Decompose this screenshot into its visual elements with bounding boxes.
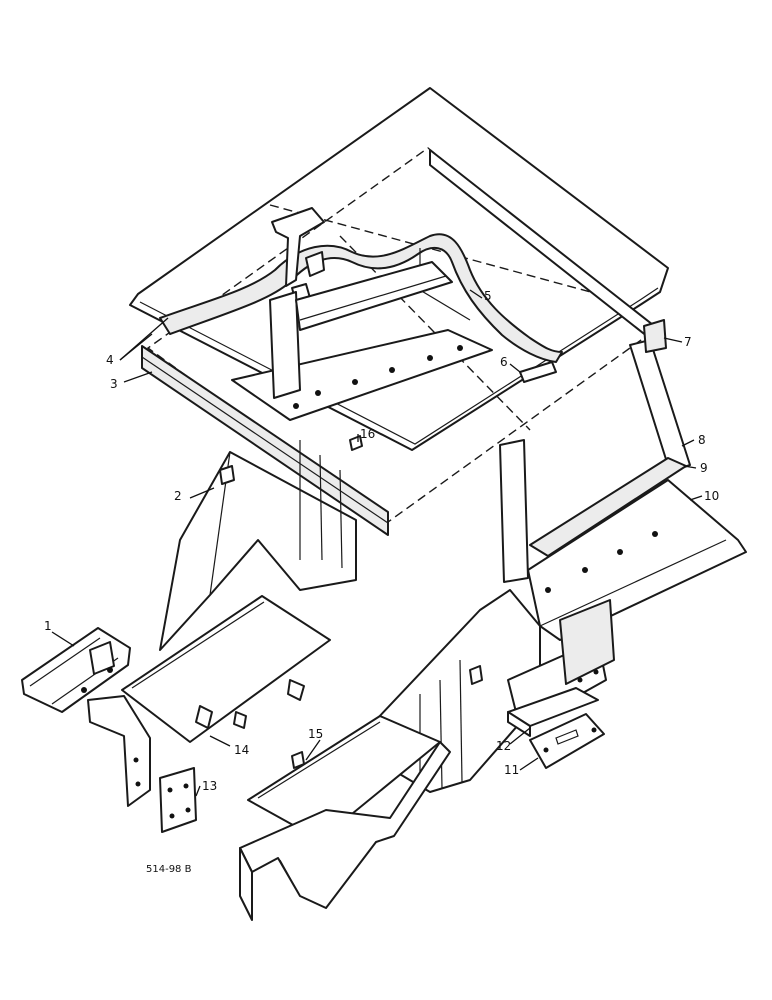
- front-center-pillar: [269, 291, 301, 399]
- callout-3: 3: [110, 377, 118, 391]
- step-bracket: [21, 627, 131, 713]
- rear-fender-panel: [527, 479, 747, 641]
- screw: [349, 435, 363, 451]
- rear-middle-post: [499, 439, 529, 583]
- side-window-rail: [295, 261, 453, 331]
- callout-11: 11: [504, 763, 519, 777]
- figure-code: 514-98 B: [146, 864, 192, 875]
- callout-6: 6: [500, 355, 508, 369]
- inner-roof-panel: [231, 329, 493, 421]
- leader-lines: [51, 289, 703, 797]
- rear-corner-post: [629, 339, 691, 473]
- callout-8: 8: [698, 433, 706, 447]
- callout-5: 5: [484, 289, 492, 303]
- callout-16: 16: [360, 427, 375, 441]
- lower-mounting-bracket: [87, 695, 151, 807]
- shim-plate: [159, 767, 197, 833]
- callout-4: 4: [106, 353, 114, 367]
- front-roof-rail: [141, 345, 389, 536]
- mount-plate: [529, 713, 605, 769]
- cab-side-wall: [159, 440, 357, 651]
- callout-7: 7: [684, 335, 692, 349]
- latch-plate: [519, 361, 557, 383]
- front-floor-plate: [121, 595, 331, 743]
- corner-latch: [643, 319, 667, 353]
- callout-15: 15: [308, 727, 323, 741]
- callout-1: 1: [44, 619, 52, 633]
- callout-labels: 1 2 3 4 5 6 7 8 9 10 11 12 13 14 15 16: [44, 289, 719, 793]
- mount-isolator: [507, 687, 599, 737]
- front-lower-step: [239, 741, 451, 921]
- callout-9: 9: [700, 461, 708, 475]
- callout-14: 14: [234, 743, 249, 757]
- callout-12: 12: [496, 739, 511, 753]
- callout-10: 10: [704, 489, 719, 503]
- callout-2: 2: [174, 489, 182, 503]
- callout-13: 13: [202, 779, 217, 793]
